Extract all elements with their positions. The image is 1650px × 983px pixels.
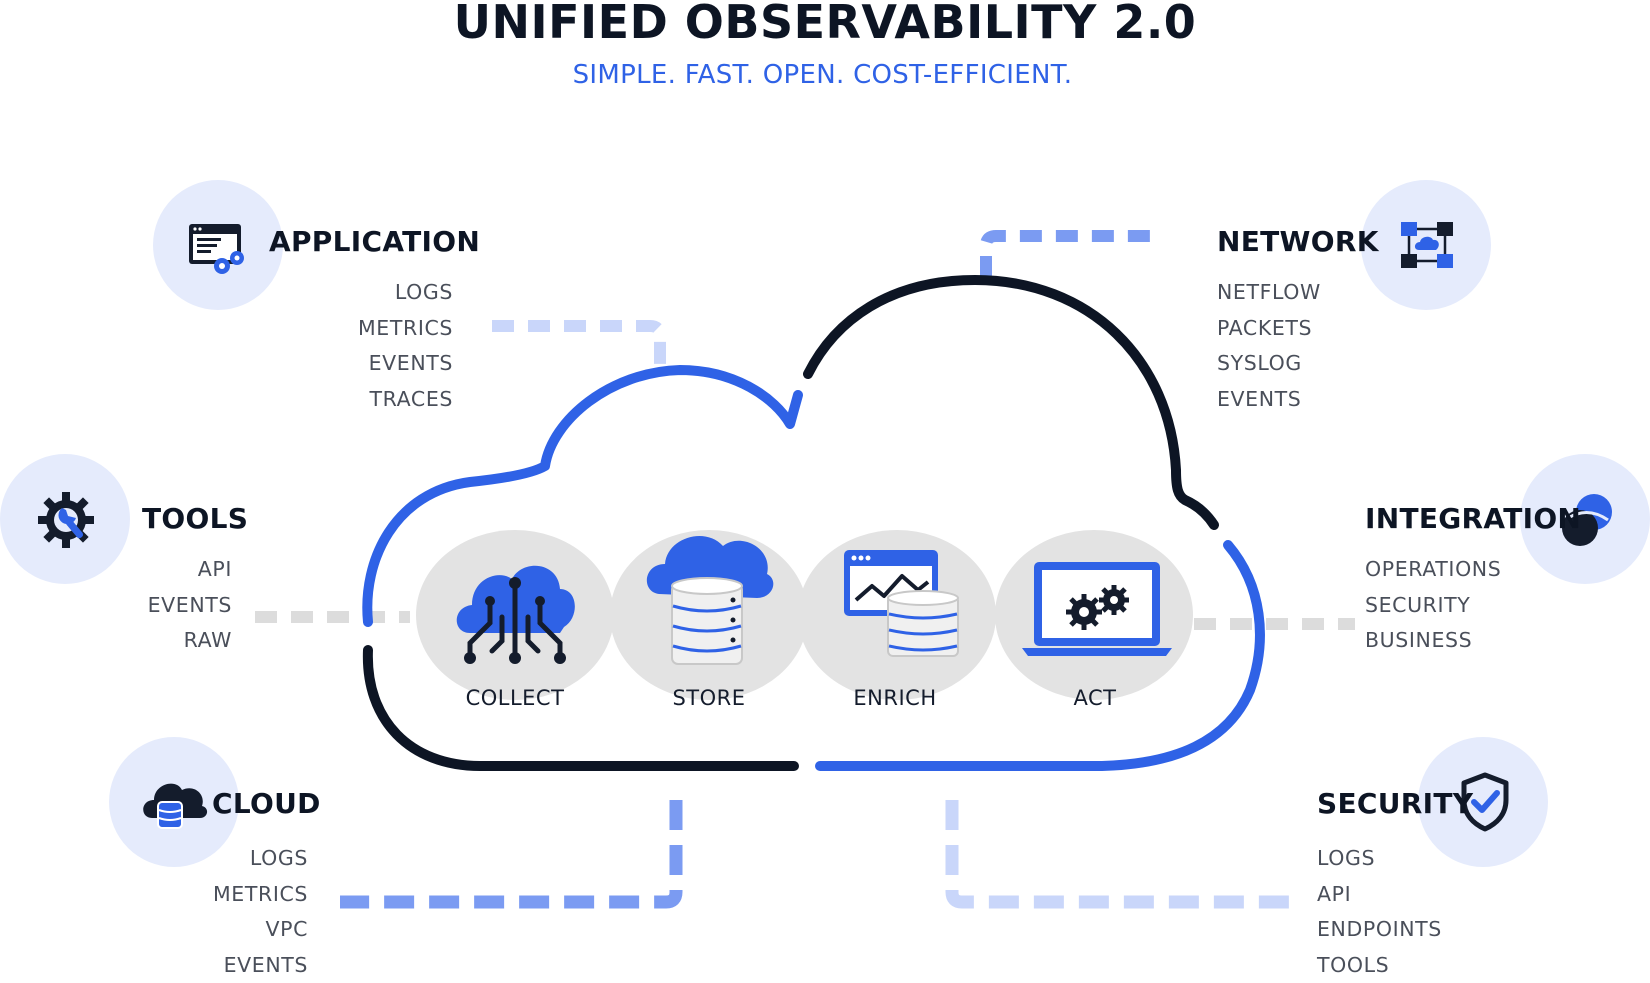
gear-wrench-icon — [36, 490, 96, 550]
app-window-gears-icon — [187, 222, 247, 278]
application-title: APPLICATION — [269, 225, 480, 258]
tools-item: API — [60, 552, 232, 588]
security-items: LOGS API ENDPOINTS TOOLS — [1317, 841, 1497, 983]
network-items: NETFLOW PACKETS SYSLOG EVENTS — [1217, 275, 1397, 417]
laptop-gears-icon — [1022, 560, 1172, 660]
cloud-outline-navy-top — [808, 280, 1214, 525]
integration-item: SECURITY — [1365, 588, 1545, 624]
application-item: EVENTS — [253, 346, 453, 382]
application-item: METRICS — [253, 311, 453, 347]
network-connector — [986, 236, 1156, 278]
integration-item: BUSINESS — [1365, 623, 1545, 659]
stage-label-store: STORE — [619, 686, 799, 710]
application-connector — [492, 326, 660, 370]
network-title: NETWORK — [1217, 225, 1379, 258]
tools-title: TOOLS — [142, 502, 248, 535]
application-items: LOGS METRICS EVENTS TRACES — [253, 275, 453, 417]
cloud-connector — [340, 800, 676, 902]
integration-items: OPERATIONS SECURITY BUSINESS — [1365, 552, 1545, 659]
stage-label-enrich: ENRICH — [805, 686, 985, 710]
network-item: EVENTS — [1217, 382, 1397, 418]
security-title: SECURITY — [1317, 787, 1473, 820]
tools-item: RAW — [60, 623, 232, 659]
integration-title: INTEGRATION — [1365, 502, 1581, 535]
cloud-title: CLOUD — [212, 787, 321, 820]
cloud-database-icon — [645, 528, 775, 668]
chart-database-icon — [842, 548, 972, 658]
security-item: TOOLS — [1317, 948, 1497, 983]
security-item: ENDPOINTS — [1317, 912, 1497, 948]
security-item: LOGS — [1317, 841, 1497, 877]
cloud-item: EVENTS — [120, 948, 308, 983]
network-nodes-icon — [1399, 220, 1455, 272]
security-connector — [952, 800, 1290, 902]
network-item: SYSLOG — [1217, 346, 1397, 382]
stage-label-collect: COLLECT — [425, 686, 605, 710]
network-item: PACKETS — [1217, 311, 1397, 347]
security-item: API — [1317, 877, 1497, 913]
tools-items: API EVENTS RAW — [60, 552, 232, 659]
network-item: NETFLOW — [1217, 275, 1397, 311]
cloud-item: VPC — [120, 912, 308, 948]
integration-item: OPERATIONS — [1365, 552, 1545, 588]
cloud-items: LOGS METRICS VPC EVENTS — [120, 841, 308, 983]
stage-label-act: ACT — [1005, 686, 1185, 710]
cloud-database-icon — [142, 778, 208, 832]
cloud-item: LOGS — [120, 841, 308, 877]
cloud-item: METRICS — [120, 877, 308, 913]
tools-item: EVENTS — [60, 588, 232, 624]
application-item: LOGS — [253, 275, 453, 311]
application-item: TRACES — [253, 382, 453, 418]
cloud-circuit-icon — [450, 555, 580, 670]
